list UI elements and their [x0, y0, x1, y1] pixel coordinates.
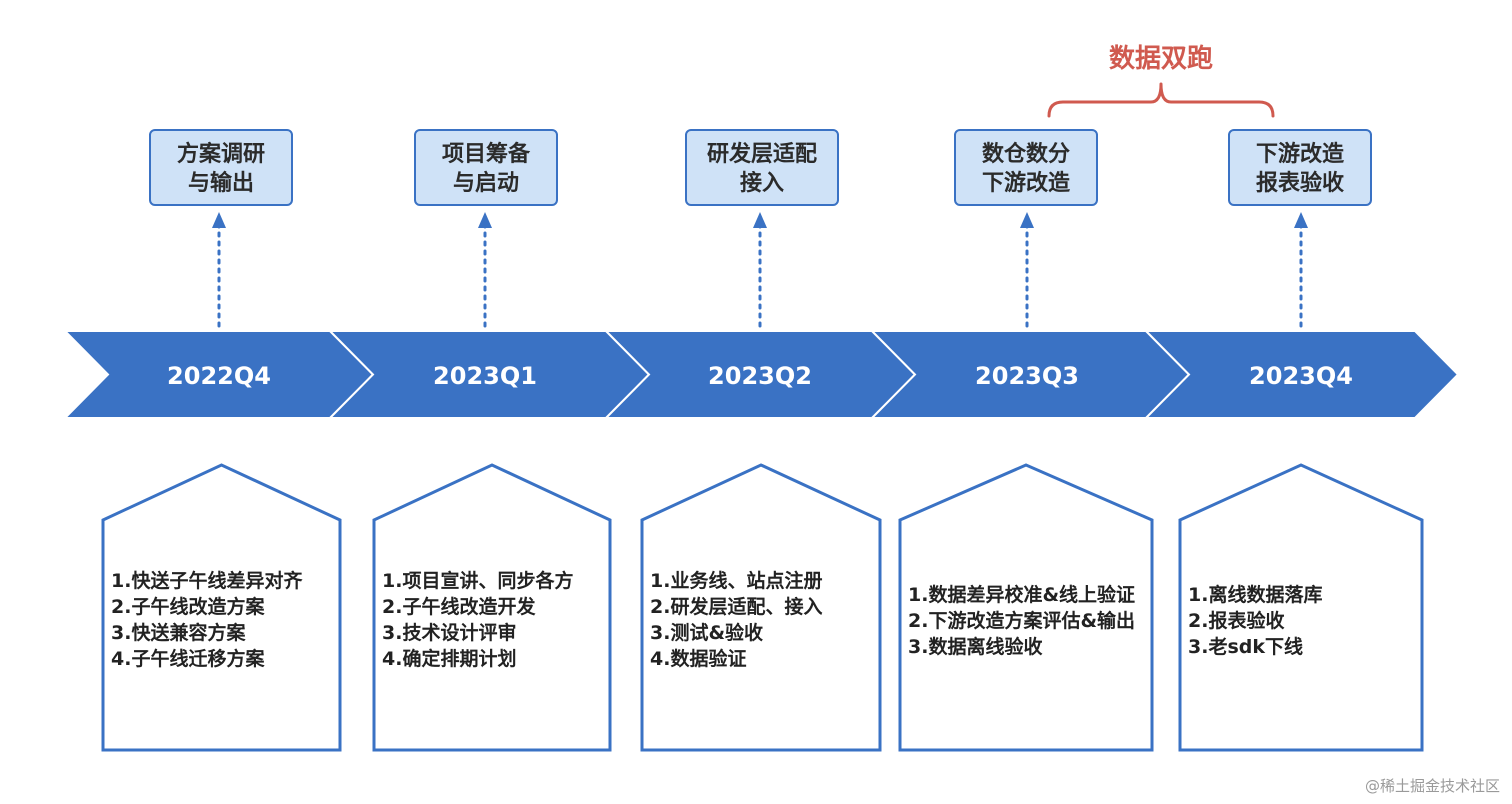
arrowhead-icon	[478, 212, 492, 228]
milestone-label-line: 接入	[740, 171, 784, 196]
timeline-arrows: 2022Q4 2023Q1 2023Q2 2023Q3 2023Q4	[62, 330, 1460, 419]
detail-item: 2.子午线改造开发	[382, 595, 536, 618]
detail-panel	[898, 463, 1154, 752]
detail-item: 2.下游改造方案评估&输出	[908, 609, 1135, 632]
detail-panel	[1178, 463, 1424, 752]
milestone-box	[149, 129, 293, 206]
group-title: 数据双跑	[1109, 44, 1213, 74]
detail-panel	[640, 463, 882, 752]
group-annotation: 数据双跑	[1047, 44, 1275, 118]
detail-item: 2.报表验收	[1188, 609, 1284, 632]
arrowhead-icon	[1020, 212, 1034, 228]
detail-item: 3.数据离线验收	[908, 635, 1042, 658]
milestone-label-line: 数仓数分	[982, 141, 1070, 167]
milestone-box	[1228, 129, 1372, 206]
detail-item: 1.项目宣讲、同步各方	[382, 569, 573, 592]
arrowhead-icon	[212, 212, 226, 228]
quarter-label: 2022Q4	[167, 362, 271, 390]
milestone-label-line: 方案调研	[177, 141, 265, 167]
detail-item: 1.快送子午线差异对齐	[111, 569, 303, 592]
milestone-box	[414, 129, 558, 206]
milestone-label-line: 报表验收	[1256, 170, 1344, 196]
detail-item: 2.子午线改造方案	[111, 595, 265, 618]
detail-item: 3.技术设计评审	[382, 621, 516, 644]
detail-panel	[101, 463, 342, 752]
connectors	[212, 212, 1308, 328]
detail-item: 1.离线数据落库	[1188, 583, 1322, 606]
quarter-label: 2023Q3	[975, 362, 1079, 390]
detail-item: 4.子午线迁移方案	[111, 647, 265, 670]
watermark: @稀土掘金技术社区	[1364, 777, 1500, 795]
milestone-label-line: 项目筹备	[442, 141, 531, 167]
milestone-label-line: 与输出	[188, 170, 254, 196]
detail-item: 1.业务线、站点注册	[650, 569, 822, 592]
detail-item: 3.老sdk下线	[1188, 635, 1303, 658]
detail-item: 3.测试&验收	[650, 621, 763, 644]
detail-panel	[372, 463, 612, 752]
arrowhead-icon	[753, 212, 767, 228]
milestone-label-line: 下游改造	[982, 170, 1070, 196]
detail-item: 1.数据差异校准&线上验证	[908, 583, 1135, 606]
timeline-chevron-2023Q4	[1143, 330, 1460, 419]
quarter-label: 2023Q2	[708, 362, 812, 390]
quarter-label: 2023Q1	[433, 362, 537, 390]
brace-icon	[1047, 82, 1275, 118]
milestone-label-line: 与启动	[453, 170, 519, 196]
arrowhead-icon	[1294, 212, 1308, 228]
detail-item: 4.确定排期计划	[382, 647, 516, 670]
milestone-box	[685, 129, 839, 206]
quarter-label: 2023Q4	[1249, 362, 1353, 390]
milestone-box	[954, 129, 1098, 206]
detail-item: 3.快送兼容方案	[111, 621, 246, 644]
detail-item: 4.数据验证	[650, 647, 746, 670]
milestone-label-line: 研发层适配	[707, 141, 817, 167]
milestone-label-line: 下游改造	[1256, 141, 1344, 167]
detail-panels: 1.快送子午线差异对齐 2.子午线改造方案 3.快送兼容方案 4.子午线迁移方案 1.项…	[101, 463, 1424, 752]
detail-item: 2.研发层适配、接入	[650, 595, 822, 618]
